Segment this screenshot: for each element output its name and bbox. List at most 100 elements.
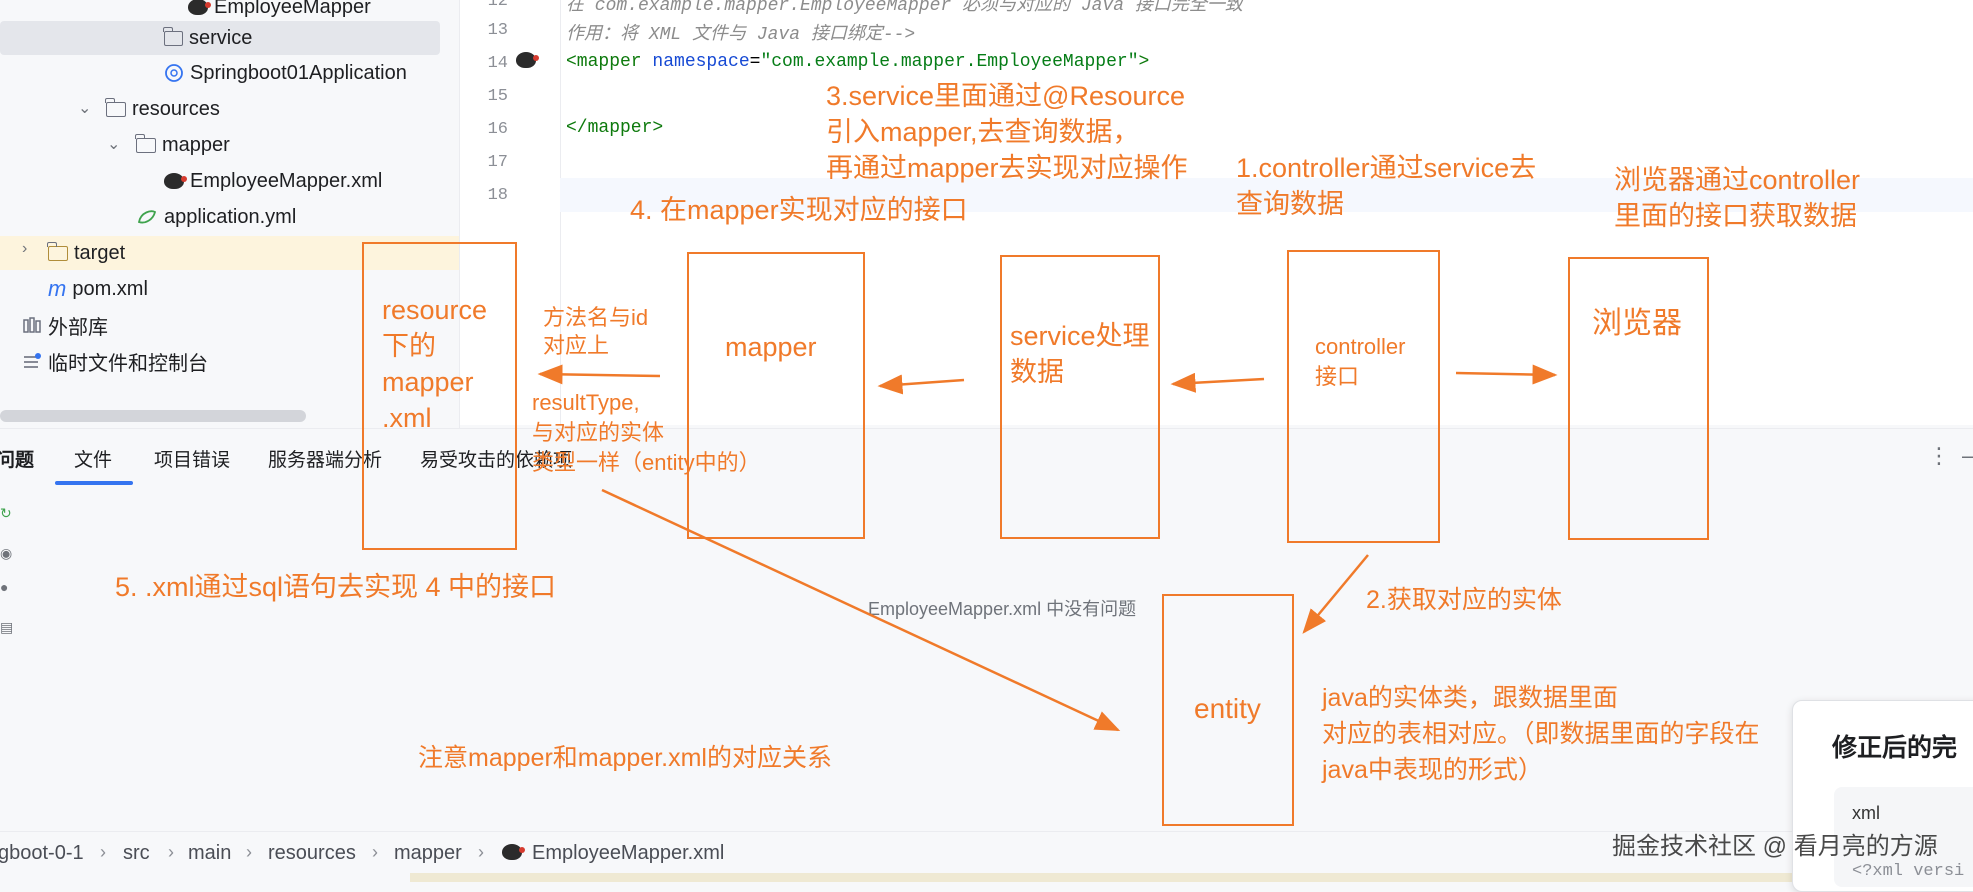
tree-item-employeemapper[interactable]: EmployeeMapper (188, 0, 371, 24)
lightbulb-icon[interactable]: ● (0, 579, 9, 595)
annotation-box-resource-mapper-xml (362, 242, 517, 550)
code-tag: <mapper (566, 52, 653, 72)
annotation-label-service: service处理 数据 (1010, 318, 1150, 390)
annotation-note-entity: java的实体类，跟数据里面 对应的表相对应。（即数据里面的字段在 java中表… (1322, 680, 1760, 788)
tree-item-label: service (189, 26, 253, 49)
problems-panel-title: 问题 (0, 450, 35, 471)
annotation-note-step1: 1.controller通过service去 查询数据 (1236, 150, 1536, 222)
code-tag: > (1138, 52, 1150, 72)
line-number: 18 (487, 186, 508, 205)
tree-item-label: pom.xml (72, 277, 148, 300)
tab-project-errors[interactable]: 项目错误 (154, 450, 231, 471)
tree-item-service[interactable]: service (0, 21, 440, 55)
tree-item-label: target (74, 241, 126, 264)
code-tag: </mapper> (566, 118, 664, 138)
tree-item-application-yml[interactable]: application.yml (136, 200, 296, 234)
annotation-box-browser (1568, 257, 1709, 540)
more-options-icon[interactable]: ⋮ (1928, 443, 1950, 468)
annotation-box-entity (1162, 594, 1294, 826)
annotation-line: 下的 (382, 331, 436, 361)
annotation-note-step5: 5. .xml通过sql语句去实现 4 中的接口 (115, 572, 557, 602)
overlay-card-code-preview: <?xml versi (1852, 862, 1965, 881)
tree-item-label: EmployeeMapper (214, 0, 371, 18)
code-line-comment: 作用：将 XML 文件与 Java 接口绑定--> (566, 25, 916, 45)
minimize-icon[interactable]: – (1962, 443, 1973, 469)
overlay-card-title: 修正后的完 (1832, 734, 1958, 762)
annotation-box-service (1000, 255, 1160, 539)
eye-icon[interactable]: ◉ (0, 545, 13, 561)
chevron-down-icon[interactable]: ⌄ (78, 100, 92, 117)
refresh-icon[interactable]: ↻ (0, 505, 12, 521)
tab-server-analysis[interactable]: 服务器端分析 (268, 450, 383, 471)
document-icon[interactable]: ▤ (0, 619, 14, 635)
library-icon (22, 316, 42, 334)
folder-icon (135, 133, 156, 153)
annotation-line: 对应的表相对应。（即数据里面的字段在 (1322, 720, 1760, 748)
overlay-card-lang: xml (1852, 803, 1880, 823)
tree-item-label: mapper (162, 133, 230, 156)
breadcrumb-item[interactable]: gboot-0-1 (0, 842, 84, 864)
tree-item-employeemapper-xml[interactable]: EmployeeMapper.xml (164, 164, 382, 198)
breadcrumb-item[interactable]: EmployeeMapper.xml (532, 842, 725, 864)
tab-vulnerable-deps[interactable]: 易受攻击的依赖项 (420, 450, 573, 471)
annotation-line: java中表现的形式） (1322, 756, 1543, 784)
breadcrumb-item[interactable]: src (123, 842, 150, 864)
annotation-label-browser: 浏览器 (1592, 307, 1682, 340)
annotation-note-step3: 3.service里面通过@Resource 引入mapper,去查询数据， 再… (826, 78, 1188, 186)
line-number: 12 (487, 0, 508, 11)
annotation-line: 浏览器通过controller (1614, 165, 1861, 195)
chevron-right-icon[interactable]: › (22, 240, 28, 257)
tab-file[interactable]: 文件 (74, 450, 113, 471)
chevron-right-icon: › (168, 842, 174, 862)
package-icon (163, 26, 183, 46)
code-eq: = (749, 52, 761, 72)
annotation-line: 方法名与id (543, 305, 649, 330)
breadcrumb-item[interactable]: main (188, 842, 232, 864)
annotation-note-step4: 4. 在mapper实现对应的接口 (630, 195, 968, 225)
spring-class-icon (164, 63, 184, 83)
tree-item-pom[interactable]: m pom.xml (48, 272, 148, 306)
annotation-label-controller: controller 接口 (1315, 332, 1405, 392)
line-number: 16 (487, 120, 508, 139)
code-line-mapper-open: <mapper namespace="com.example.mapper.Em… (566, 52, 1149, 72)
editor-gutter: 12 13 14 15 16 17 18 (460, 0, 560, 425)
line-number: 13 (487, 21, 508, 40)
current-line-highlight (560, 178, 1973, 212)
tree-item-target[interactable]: › target (0, 236, 459, 270)
spring-yml-icon (136, 208, 158, 226)
scratches-icon (22, 352, 42, 370)
mybatis-bird-icon (188, 0, 211, 15)
chevron-down-icon[interactable]: ⌄ (107, 136, 121, 153)
annotation-note-browser: 浏览器通过controller 里面的接口获取数据 (1614, 162, 1860, 234)
project-tree: EmployeeMapper service Springboot01Appli… (0, 0, 460, 428)
annotation-note-relation: 注意mapper和mapper.xml的对应关系 (418, 744, 832, 772)
breadcrumb: gboot-0-1 › src › main › resources › map… (0, 831, 1973, 877)
annotation-line: 类型一样（entity中的） (532, 450, 761, 475)
annotation-line: 接口 (1315, 364, 1360, 389)
mybatis-bird-icon (502, 844, 525, 865)
tree-item-label: resources (132, 97, 220, 120)
tree-item-external-libraries[interactable]: 外部库 (22, 308, 108, 342)
line-number: 17 (487, 153, 508, 172)
mybatis-gutter-bird-icon[interactable] (516, 52, 539, 73)
status-strip (410, 873, 1973, 882)
tree-item-mapper-folder[interactable]: mapper (135, 128, 230, 162)
code-editor[interactable] (560, 0, 1973, 425)
annotation-line: 3.service里面通过@Resource (826, 81, 1186, 111)
tree-item-label: application.yml (164, 205, 297, 228)
breadcrumb-item[interactable]: resources (268, 842, 356, 864)
annotation-line: .xml (382, 403, 432, 433)
tree-item-label: Springboot01Application (190, 61, 407, 84)
annotation-line: 数据 (1010, 357, 1064, 387)
chevron-right-icon: › (100, 842, 106, 862)
annotation-line: 查询数据 (1236, 189, 1344, 219)
tree-item-resources[interactable]: resources (105, 92, 220, 126)
tree-item-scratches[interactable]: 临时文件和控制台 (22, 344, 208, 378)
breadcrumb-item[interactable]: mapper (394, 842, 462, 864)
tree-item-springboot01application[interactable]: Springboot01Application (164, 56, 407, 90)
chevron-right-icon: › (372, 842, 378, 862)
tree-horizontal-scrollbar[interactable] (0, 410, 306, 422)
annotation-line: 1.controller通过service去 (1236, 153, 1537, 183)
annotation-label-mapper: mapper (725, 332, 817, 362)
annotation-note-step2: 2.获取对应的实体 (1366, 586, 1562, 614)
